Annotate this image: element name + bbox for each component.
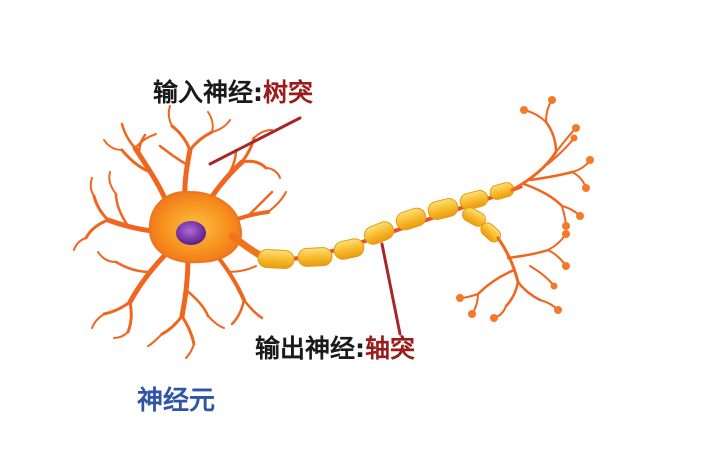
dendrite-label: 输入神经:树突 [153,80,313,105]
dendrite-label-term: 树突 [263,78,314,107]
axon-label-prefix: 输出神经: [255,334,365,363]
axon-pointer-line [380,242,402,336]
nucleus [176,221,206,245]
terminal-buttons [456,96,594,322]
dendrite-pointer-line [208,116,302,166]
axon-label-term: 轴突 [365,334,416,363]
axon-terminals [459,99,591,319]
dendrites [73,105,287,359]
axon-label: 输出神经:轴突 [255,336,415,361]
neuron-caption: 神经元 [137,386,216,416]
dendrite-label-prefix: 输入神经: [153,78,263,107]
myelin-sheath [257,182,515,269]
